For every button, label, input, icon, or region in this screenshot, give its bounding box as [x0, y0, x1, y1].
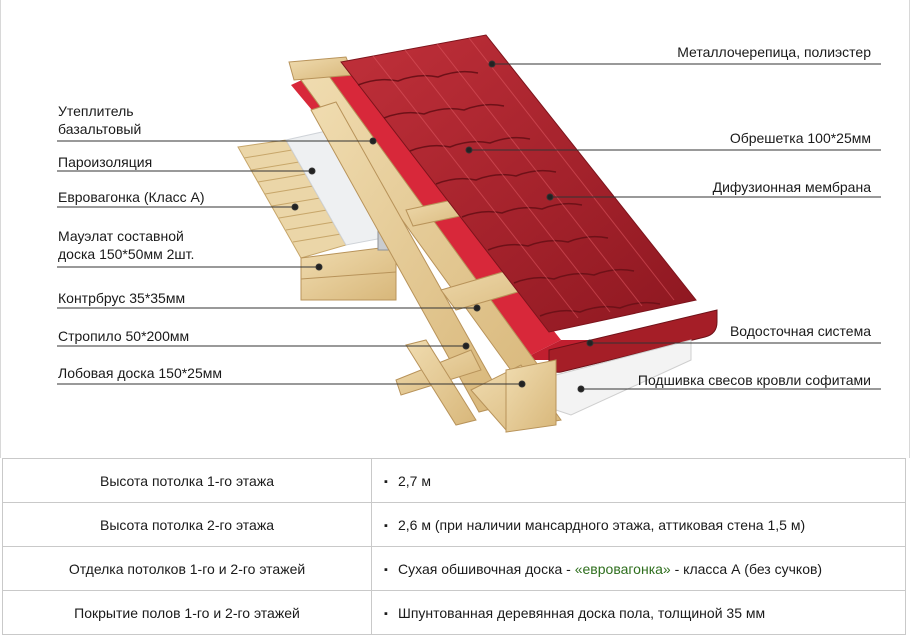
table-row: Высота потолка 2-го этажа ▪2,6 м (при на… — [2, 502, 906, 547]
spec-property: Отделка потолков 1-го и 2-го этажей — [2, 546, 372, 591]
spec-value: ▪2,6 м (при наличии мансардного этажа, а… — [371, 502, 906, 547]
eurolining-boards — [237, 139, 347, 259]
spec-value: ▪Шпунтованная деревянная доска пола, тол… — [371, 590, 906, 635]
specs-table: Высота потолка 1-го этажа ▪2,7 м Высота … — [2, 458, 906, 635]
roof-diagram: Утеплитель базальтовый Пароизоляция Евро… — [0, 0, 910, 458]
metal-tile-roof — [340, 34, 697, 333]
spec-value: ▪Сухая обшивочная доска - «евровагонка» … — [371, 546, 906, 591]
label-insulation: Утеплитель базальтовый — [58, 103, 142, 137]
spec-property: Покрытие полов 1-го и 2-го этажей — [2, 590, 372, 635]
bullet-icon: ▪ — [384, 475, 388, 488]
spec-property: Высота потолка 2-го этажа — [2, 502, 372, 547]
bullet-icon: ▪ — [384, 563, 388, 576]
label-lathing: Обрешетка 100*25мм — [729, 130, 871, 146]
leader-lines — [57, 60, 881, 393]
label-eurolining: Евровагонка (Класс А) — [58, 189, 205, 205]
label-membrane: Дифузионная мембрана — [712, 179, 871, 195]
table-row: Отделка потолков 1-го и 2-го этажей ▪Сух… — [2, 546, 906, 591]
label-metal-tile: Металлочерепица, полиэстер — [677, 44, 871, 60]
label-gutter: Водосточная система — [729, 323, 871, 339]
spec-value: ▪2,7 м — [371, 458, 906, 503]
fascia-board — [505, 359, 557, 433]
table-row: Высота потолка 1-го этажа ▪2,7 м — [2, 458, 906, 503]
label-vapor-barrier: Пароизоляция — [58, 154, 153, 170]
label-counter-batten: Контрбрус 35*35мм — [58, 290, 186, 306]
table-row: Покрытие полов 1-го и 2-го этажей ▪Шпунт… — [2, 590, 906, 635]
label-rafter: Стропило 50*200мм — [58, 328, 190, 344]
bullet-icon: ▪ — [384, 519, 388, 532]
label-soffit: Подшивка свесов кровли софитами — [637, 372, 871, 388]
label-mauerlat: Мауэлат составной доска 150*50мм 2шт. — [58, 228, 195, 262]
label-fascia: Лобовая доска 150*25мм — [58, 365, 223, 381]
bullet-icon: ▪ — [384, 607, 388, 620]
spec-property: Высота потолка 1-го этажа — [2, 458, 372, 503]
roof-illustration — [57, 34, 881, 433]
eurolining-link[interactable]: «евровагонка» — [574, 560, 671, 577]
